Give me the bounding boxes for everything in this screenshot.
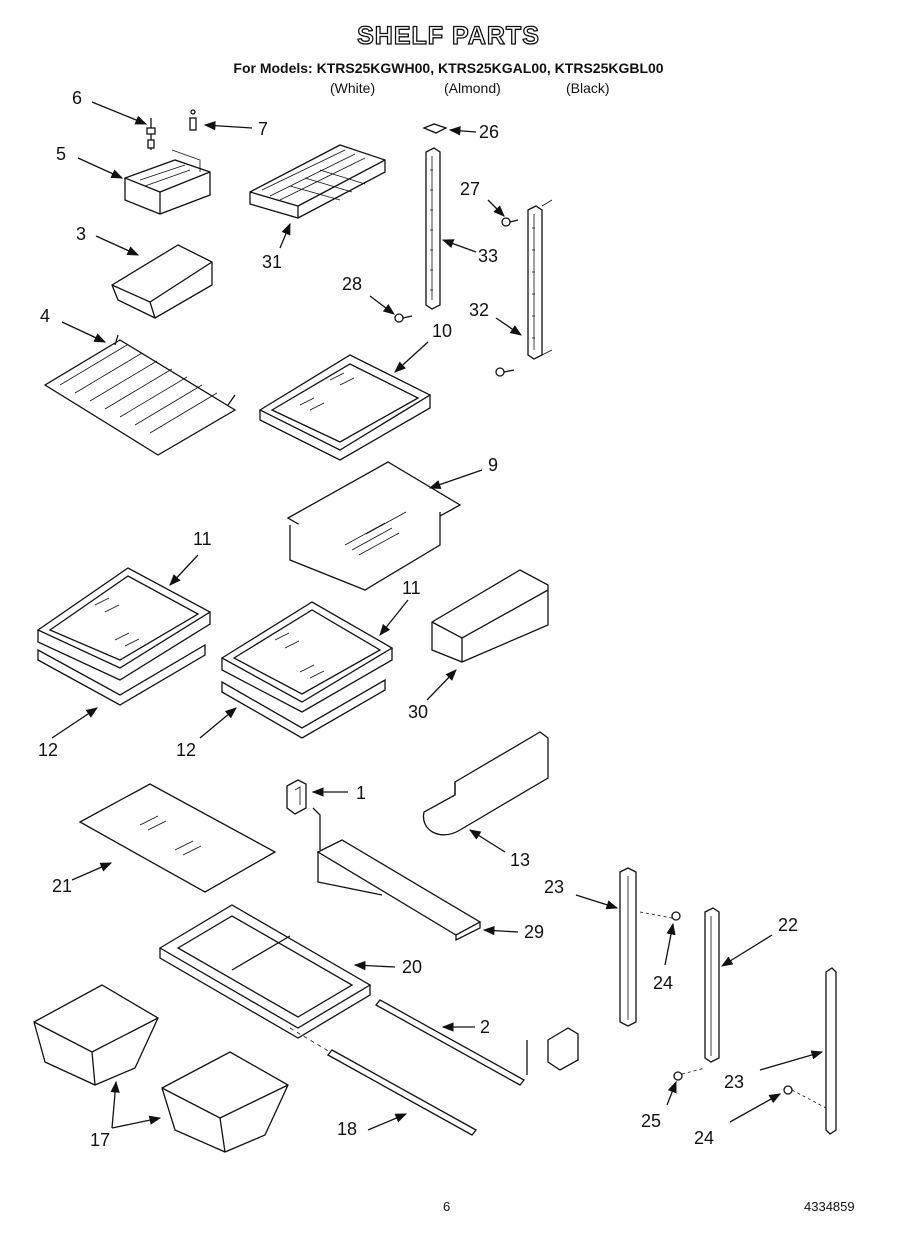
part-18-rod <box>289 1027 477 1136</box>
part-23-rail-right <box>825 967 837 1135</box>
callout-12-right: 12 <box>176 740 196 760</box>
callout-7: 7 <box>258 119 268 139</box>
callout-numbers: 1 2 3 4 5 6 7 9 10 11 11 12 12 13 17 18 … <box>38 88 798 1150</box>
part-12-frame-right <box>221 678 386 739</box>
callout-31: 31 <box>262 252 282 272</box>
callout-21: 21 <box>52 876 72 896</box>
part-2-rod <box>375 999 579 1086</box>
part-27-screw <box>501 217 519 227</box>
callout-4: 4 <box>40 306 50 326</box>
part-17-bin-left <box>33 984 159 1086</box>
part-20-frame <box>158 904 372 1039</box>
part-29-cover <box>312 807 482 942</box>
callout-1: 1 <box>356 783 366 803</box>
part-6-screw <box>146 118 156 150</box>
callout-33: 33 <box>478 246 498 266</box>
part-23-rail-left <box>619 867 637 1027</box>
callout-17: 17 <box>90 1130 110 1150</box>
part-10-glass-shelf <box>258 354 432 461</box>
callout-25: 25 <box>641 1111 661 1131</box>
callout-23-left: 23 <box>544 877 564 897</box>
part-9-drawer <box>286 461 462 591</box>
callout-30: 30 <box>408 702 428 722</box>
callout-32: 32 <box>469 300 489 320</box>
part-3-tray <box>111 244 213 319</box>
part-11-shelf-right <box>220 601 394 713</box>
part-21-glass <box>78 783 277 893</box>
callout-11-right: 11 <box>402 578 421 598</box>
variant-labels: (White) (Almond) (Black) <box>0 80 897 100</box>
part-31-ice-tray <box>249 144 386 219</box>
part-12-frame-left <box>37 643 206 706</box>
callout-3: 3 <box>76 224 86 244</box>
part-11-shelf-left <box>36 567 212 681</box>
callout-18: 18 <box>337 1119 357 1139</box>
callout-10: 10 <box>432 321 452 341</box>
part-24-screw-a <box>671 911 681 921</box>
part-17-bin-right <box>161 1051 289 1153</box>
part-32-screw <box>495 367 515 377</box>
page-number: 6 <box>443 1199 451 1214</box>
callout-24-a: 24 <box>653 973 673 993</box>
callout-29: 29 <box>524 922 544 942</box>
callout-9: 9 <box>488 455 498 475</box>
part-33-rail <box>425 147 441 310</box>
callout-26: 26 <box>479 122 499 142</box>
callout-28: 28 <box>342 274 362 294</box>
part-5-bracket <box>124 149 211 215</box>
part-7-screw <box>189 109 197 131</box>
part-24-screw-b <box>783 1085 793 1095</box>
callout-12-left: 12 <box>38 740 58 760</box>
part-25-screw <box>673 1071 683 1081</box>
callout-23-right: 23 <box>724 1072 744 1092</box>
part-22-rail <box>704 907 720 1063</box>
variant-white: (White) <box>330 80 376 96</box>
part-4-wire-shelf <box>43 334 237 456</box>
models-line: For Models: KTRS25KGWH00, KTRS25KGAL00, … <box>233 60 664 76</box>
variant-almond: (Almond) <box>444 80 501 96</box>
leader-lines <box>51 101 827 1131</box>
part-13-door-bin <box>422 731 549 836</box>
variant-black: (Black) <box>566 80 610 96</box>
callout-24-b: 24 <box>694 1128 714 1148</box>
part-30-door-bin <box>431 569 549 663</box>
part-26-cap <box>422 123 448 134</box>
callout-27: 27 <box>460 179 480 199</box>
callout-13: 13 <box>510 850 530 870</box>
part-28-screw <box>394 313 413 323</box>
callout-22: 22 <box>778 915 798 935</box>
document-number: 4334859 <box>804 1199 855 1214</box>
callout-6: 6 <box>72 88 82 108</box>
page-title: SHELF PARTS <box>356 21 540 50</box>
callout-11-left: 11 <box>193 529 212 549</box>
callout-20: 20 <box>402 957 422 977</box>
part-1-clip <box>286 779 307 815</box>
part-32-rail <box>527 199 553 360</box>
callout-2: 2 <box>480 1017 490 1037</box>
callout-5: 5 <box>56 144 66 164</box>
